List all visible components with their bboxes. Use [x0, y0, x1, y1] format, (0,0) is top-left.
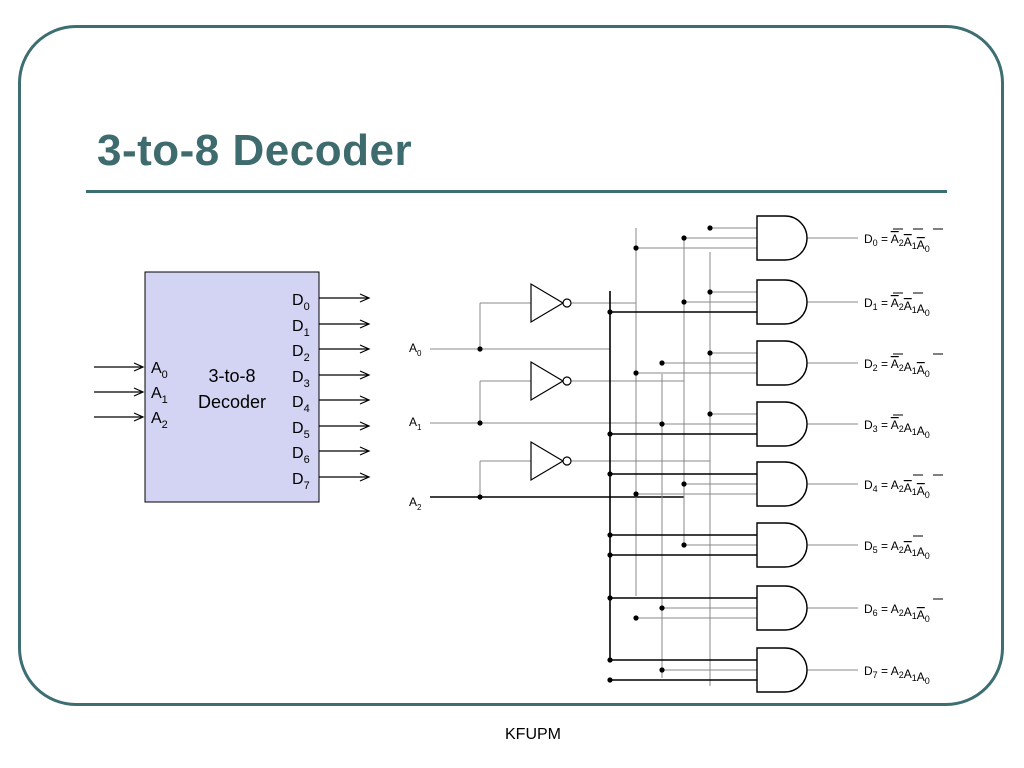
and-gate-d5 [756, 522, 808, 568]
junction-dot [707, 289, 713, 295]
inverter-a2 [530, 440, 565, 482]
inverter-a0 [530, 282, 565, 324]
and-gate-d6 [756, 585, 808, 631]
junction-dot [707, 350, 713, 356]
junction-dot [659, 667, 665, 673]
block-input-arrowhead [133, 412, 145, 422]
block-output-arrowhead [359, 421, 371, 431]
junction-dot [633, 491, 639, 497]
slide-title: 3-to-8 Decoder [97, 126, 413, 175]
block-output-label: D2 [292, 343, 310, 364]
inverter-bubble [562, 298, 572, 308]
junction-dot [707, 225, 713, 231]
output-expression-d1: D1 = A2A1A0 [864, 296, 930, 318]
junction-dot [477, 494, 483, 500]
title-underline [86, 190, 947, 193]
output-expression-d3: D3 = A2A1A0 [864, 418, 930, 440]
junction-dot [681, 542, 687, 548]
junction-dot [477, 346, 483, 352]
circuit-gates [530, 215, 808, 693]
junction-dot [607, 471, 613, 477]
and-gate-d2 [756, 340, 808, 386]
circuit-input-label: A2 [409, 495, 422, 512]
junction-dot [659, 360, 665, 366]
decoder-block-label-line2: Decoder [198, 392, 266, 412]
block-output-arrowhead [359, 370, 371, 380]
block-output-label: D4 [292, 394, 310, 415]
circuit-input-label: A0 [409, 341, 422, 358]
block-output-arrowhead [359, 446, 371, 456]
block-output-label: D7 [292, 471, 310, 492]
junction-dot [681, 299, 687, 305]
circuit-wires [430, 225, 858, 686]
output-expression-d2: D2 = A2A1A0 [864, 357, 930, 379]
decoder-block-label-line1: 3-to-8 [208, 366, 255, 386]
junction-dot [477, 420, 483, 426]
block-input-label: A0 [151, 360, 168, 381]
block-input-arrowhead [133, 387, 145, 397]
block-output-arrowhead [359, 319, 371, 329]
block-output-arrowhead [359, 472, 371, 482]
inverter-bubble [562, 376, 572, 386]
block-input-arrowhead [133, 362, 145, 372]
and-gate-d3 [756, 401, 808, 447]
output-expression-d0: D0 = A2A1A0 [864, 232, 930, 254]
and-gate-d7 [756, 647, 808, 693]
junction-dot [659, 421, 665, 427]
junction-dot [659, 605, 665, 611]
junction-dot [607, 431, 613, 437]
block-output-arrowhead [359, 344, 371, 354]
junction-dot [633, 615, 639, 621]
block-input-label: A2 [151, 410, 168, 431]
block-output-arrowhead [359, 395, 371, 405]
junction-dot [633, 370, 639, 376]
output-expression-d5: D5 = A2A1A0 [864, 539, 930, 561]
and-gate-d0 [756, 215, 808, 261]
block-output-label: D0 [292, 292, 310, 313]
output-expression-d4: D4 = A2A1A0 [864, 478, 930, 500]
slide-frame [18, 25, 1004, 706]
and-gate-d1 [756, 279, 808, 325]
block-input-label: A1 [151, 385, 168, 406]
junction-dot [607, 309, 613, 315]
output-expression-d7: D7 = A2A1A0 [864, 664, 930, 686]
inverter-a1 [530, 360, 565, 402]
block-output-label: D5 [292, 420, 310, 441]
junction-dot [681, 481, 687, 487]
junction-dot [681, 235, 687, 241]
and-gate-d4 [756, 461, 808, 507]
junction-dot [607, 595, 613, 601]
circuit-input-label: A1 [409, 415, 422, 432]
output-expression-d6: D6 = A2A1A0 [864, 602, 930, 624]
circuit-labels: D0 = A2A1A0 D1 = A2A1A0 D2 = A2A1A0 D3 = A2… [409, 228, 943, 686]
junction-dot [607, 552, 613, 558]
block-output-arrowhead [359, 293, 371, 303]
block-output-label: D1 [292, 318, 310, 339]
inverter-bubble [562, 456, 572, 466]
junction-dot [633, 245, 639, 251]
footer-text: KFUPM [505, 726, 561, 743]
junction-dot [707, 411, 713, 417]
junction-dot [607, 677, 613, 683]
decoder-block [144, 271, 320, 503]
block-output-label: D3 [292, 369, 310, 390]
junction-dot [607, 532, 613, 538]
block-output-label: D6 [292, 445, 310, 466]
junction-dot [607, 657, 613, 663]
